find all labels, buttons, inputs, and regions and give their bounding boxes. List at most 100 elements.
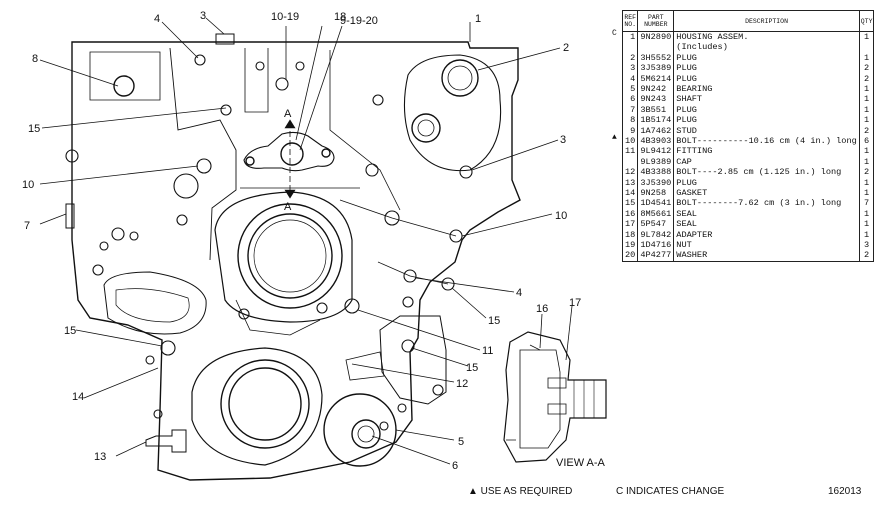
cell-ref-no: 6 (621, 94, 639, 105)
cell-ref-no: 5 (621, 83, 639, 95)
cell-part-number: 9N243 (637, 94, 675, 105)
callout-2: 2 (563, 42, 569, 54)
cell-description: PLUG (673, 52, 860, 64)
cell-qty: 1 (859, 52, 875, 64)
cell-part-number: 5P547 (637, 219, 675, 230)
cell-part-number (637, 42, 675, 53)
section-marker-a-bottom: A (284, 201, 292, 213)
cell-part-number: 1D4541 (637, 198, 675, 209)
callout-8: 8 (32, 53, 38, 65)
cell-part-number: 3J5389 (637, 63, 675, 74)
cell-part-number: 1B5174 (637, 115, 675, 126)
header-part-number: PART NUMBER (637, 10, 675, 32)
callout-15-upper: 15 (28, 123, 40, 135)
cell-qty: 1 (859, 104, 875, 116)
cell-ref-no: 15 (621, 198, 639, 209)
cell-part-number: 3B551 (637, 104, 675, 116)
cell-qty: 1 (859, 83, 875, 95)
row-mark: ▲ (612, 133, 617, 142)
section-marker-a-top: A (284, 108, 292, 120)
cell-description: SHAFT (673, 94, 860, 105)
cell-qty: 1 (859, 219, 875, 230)
row-mark: C (612, 29, 617, 38)
cell-qty (859, 42, 875, 53)
cell-part-number: 9L9412 (637, 146, 675, 157)
cell-description: BOLT----2.85 cm (1.125 in.) long (673, 167, 860, 178)
cell-ref-no: 8 (621, 115, 639, 126)
cell-description: PLUG (673, 177, 860, 188)
cell-description: CAP (673, 156, 860, 168)
cell-description: STUD (673, 125, 860, 136)
cell-description: SEAL (673, 208, 860, 220)
cell-ref-no: 14 (621, 187, 639, 199)
cell-qty: 1 (859, 208, 875, 220)
callout-6: 6 (452, 460, 458, 472)
cell-part-number: 9L7842 (637, 229, 675, 240)
cell-description: PLUG (673, 104, 860, 116)
callout-10-right: 10 (555, 210, 567, 222)
cell-part-number: 1D4716 (637, 239, 675, 251)
callout-10-left: 10 (22, 179, 34, 191)
table-row: (Includes) (621, 42, 875, 53)
cell-part-number: 9L9389 (637, 156, 675, 168)
cell-part-number: 1A7462 (637, 125, 675, 136)
cell-part-number: 3J5390 (637, 177, 675, 188)
cell-ref-no: 18 (621, 229, 639, 240)
callout-14: 14 (72, 391, 84, 403)
cell-ref-no: 1 (621, 31, 639, 43)
header-ref-no: REF NO. (621, 10, 639, 32)
header-qty: QTY (858, 10, 875, 32)
cell-ref-no (621, 42, 639, 53)
cell-description: (Includes) (673, 42, 860, 53)
callout-15-left: 15 (64, 325, 76, 337)
cell-ref-no: 7 (621, 104, 639, 116)
cell-part-number: 4P4277 (637, 250, 675, 262)
cell-part-number: 9N258 (637, 187, 675, 199)
cell-qty: 2 (859, 125, 875, 136)
cell-ref-no: 19 (621, 239, 639, 251)
cell-part-number: 9N242 (637, 83, 675, 95)
cell-part-number: 9N2890 (637, 31, 675, 43)
cell-ref-no: 3 (621, 63, 639, 74)
header-description: DESCRIPTION (673, 10, 860, 32)
callout-7: 7 (24, 220, 30, 232)
callout-13: 13 (94, 451, 106, 463)
cell-description: BOLT--------7.62 cm (3 in.) long (673, 198, 860, 209)
cell-ref-no: 12 (621, 167, 639, 178)
section-view (503, 331, 607, 463)
callout-15-right: 15 (488, 315, 500, 327)
cell-description: SEAL (673, 219, 860, 230)
cell-part-number: 5M6214 (637, 73, 675, 84)
callout-5: 5 (458, 436, 464, 448)
cell-qty: 7 (859, 198, 875, 209)
cell-part-number: 8M5661 (637, 208, 675, 220)
cell-qty: 1 (859, 31, 875, 43)
housing-outline (71, 41, 521, 481)
cell-description: BOLT----------10.16 cm (4 in.) long (673, 135, 860, 147)
callout-11: 11 (482, 345, 493, 357)
cell-qty: 1 (859, 156, 875, 168)
callout-10-19: 10-19 (271, 11, 299, 23)
cell-qty: 2 (859, 73, 875, 84)
